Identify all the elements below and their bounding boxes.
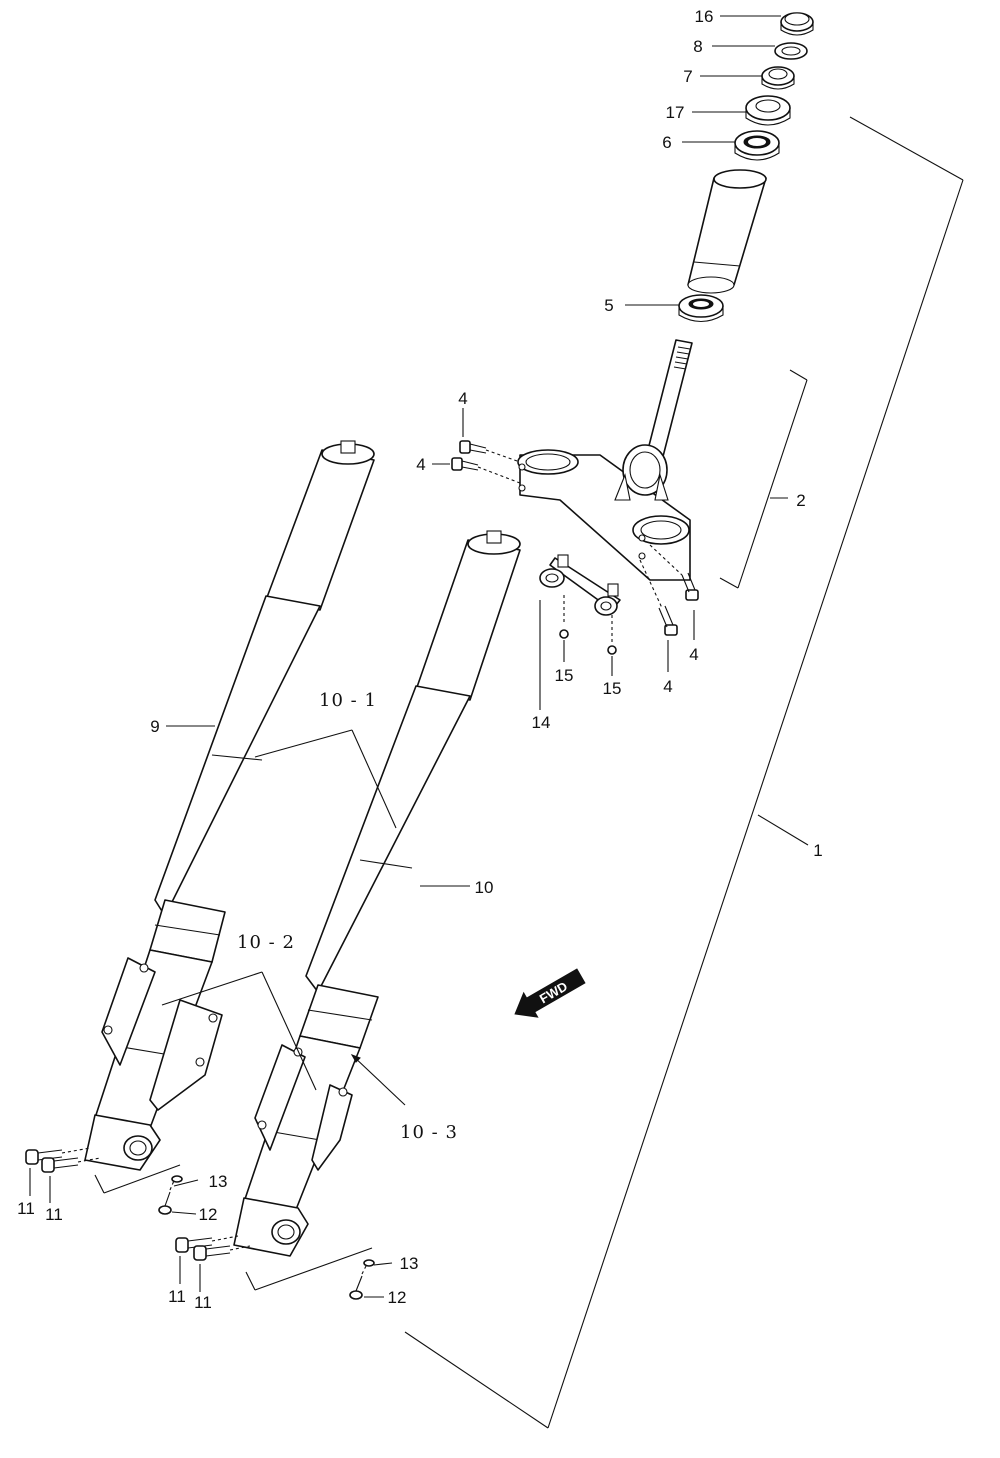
label-5: 5 bbox=[604, 296, 613, 315]
right-fork-axle-tick bbox=[245, 1271, 256, 1291]
label-4-right-upper: 4 bbox=[689, 645, 698, 664]
label-9: 9 bbox=[150, 717, 159, 736]
label-11-d: 11 bbox=[194, 1293, 212, 1312]
left-fork-axle-tick bbox=[94, 1174, 105, 1194]
lower-triple-clamp-2 bbox=[517, 339, 693, 581]
label-15-left: 15 bbox=[555, 666, 574, 685]
handlebar-clamp-14 bbox=[539, 554, 621, 616]
leader-lines bbox=[29, 15, 781, 1298]
label-12-left: 12 bbox=[199, 1205, 218, 1224]
label-7: 7 bbox=[683, 67, 692, 86]
bolts-11-left-fork bbox=[25, 1147, 101, 1173]
bearing-5 bbox=[678, 294, 724, 323]
label-11-a: 11 bbox=[17, 1199, 35, 1218]
right-fork-10 bbox=[233, 530, 521, 1257]
label-4-top: 4 bbox=[458, 389, 467, 408]
label-11-b: 11 bbox=[45, 1205, 63, 1224]
fwd-arrow: FWD bbox=[514, 968, 586, 1018]
adjusting-nut-7 bbox=[761, 66, 795, 90]
label-10: 10 bbox=[475, 878, 494, 897]
stem-cover-tube bbox=[687, 169, 767, 294]
label-11-c: 11 bbox=[168, 1287, 186, 1306]
label-8: 8 bbox=[693, 37, 702, 56]
lock-washer-8 bbox=[774, 42, 808, 60]
assembly-1-bracket bbox=[404, 116, 964, 1429]
bearing-6 bbox=[734, 130, 780, 161]
assembly-2-bracket bbox=[719, 369, 808, 589]
bolts-11-right-fork bbox=[175, 1235, 251, 1261]
left-fork-9 bbox=[84, 440, 375, 1171]
bearing-17 bbox=[745, 95, 791, 126]
steering-nut-16 bbox=[780, 12, 814, 36]
left-fork-axle-line bbox=[103, 1164, 181, 1194]
part-labels: 16 8 7 17 6 5 4 4 4 4 2 1 9 10 10 - 1 10… bbox=[17, 7, 823, 1312]
screw-15-right bbox=[607, 615, 617, 655]
washer-13-left bbox=[171, 1175, 183, 1183]
bolt-4-right-upper bbox=[639, 559, 678, 636]
bolt-4-left bbox=[451, 457, 521, 484]
label-2: 2 bbox=[796, 491, 805, 510]
label-12-right: 12 bbox=[388, 1288, 407, 1307]
screw-12-right bbox=[349, 1261, 369, 1300]
label-17: 17 bbox=[666, 103, 685, 122]
bolt-4-right-lower bbox=[649, 544, 699, 601]
label-15-right: 15 bbox=[603, 679, 622, 698]
label-6: 6 bbox=[662, 133, 671, 152]
label-10-2: 10 - 2 bbox=[237, 932, 295, 953]
label-14: 14 bbox=[532, 713, 551, 732]
screw-15-left bbox=[559, 595, 569, 639]
washer-13-right bbox=[363, 1259, 375, 1267]
label-10-1: 10 - 1 bbox=[319, 690, 377, 711]
label-16: 16 bbox=[695, 7, 714, 26]
label-13-left: 13 bbox=[209, 1172, 228, 1191]
bolt-4-top bbox=[459, 440, 521, 463]
label-13-right: 13 bbox=[400, 1254, 419, 1273]
right-fork-axle-line bbox=[254, 1247, 373, 1291]
label-10-3: 10 - 3 bbox=[400, 1122, 458, 1143]
label-1: 1 bbox=[813, 841, 822, 860]
label-4-left: 4 bbox=[416, 455, 425, 474]
label-4-right-lower: 4 bbox=[663, 677, 672, 696]
